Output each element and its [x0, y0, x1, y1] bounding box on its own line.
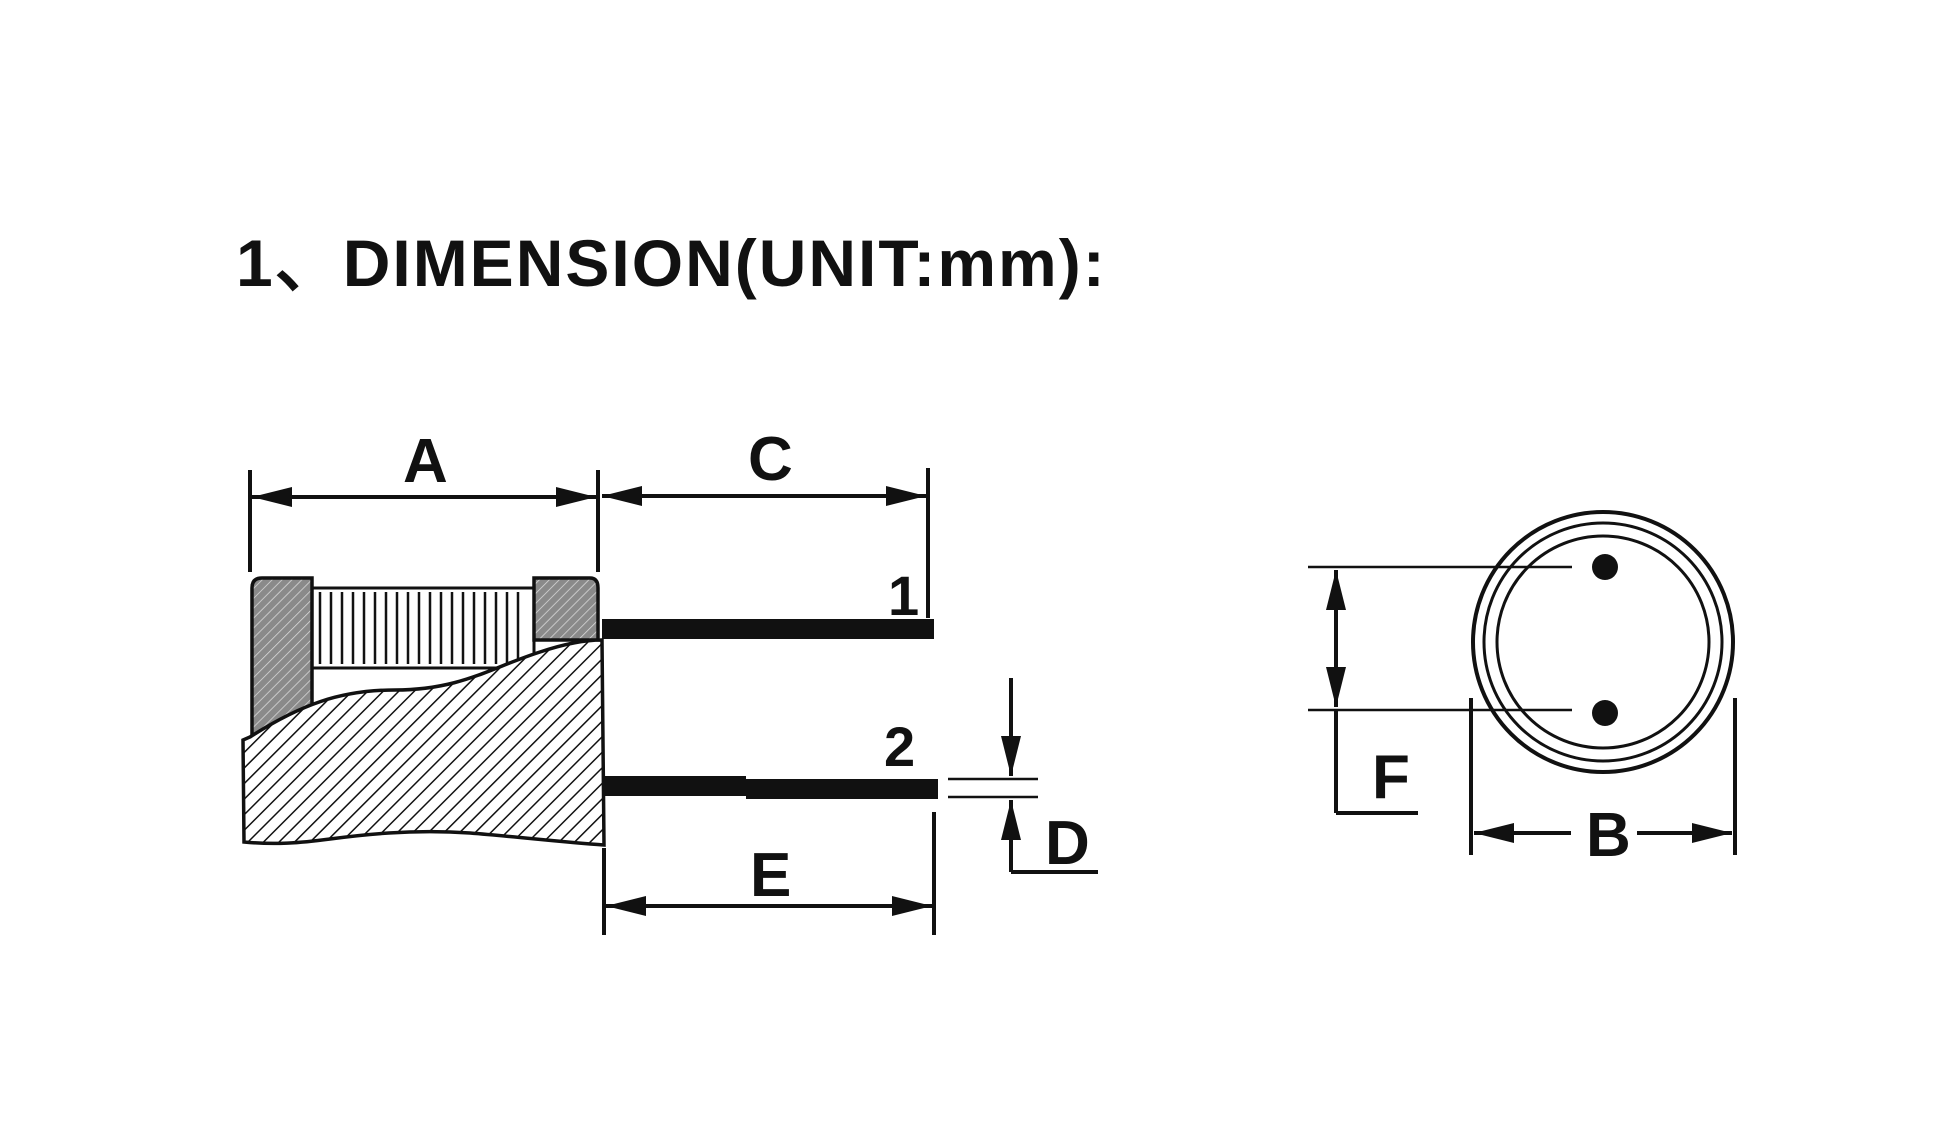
dimension-f: F — [1308, 565, 1572, 815]
coil-winding — [310, 586, 536, 670]
pin-2-lead-base — [602, 776, 746, 796]
pin-1-dot — [1592, 554, 1618, 580]
pin-1-lead — [602, 619, 934, 639]
dimension-b: B — [1469, 698, 1737, 870]
pin-2-label: 2 — [884, 715, 915, 778]
pin-1-label: 1 — [888, 564, 919, 627]
dimension-d: D — [948, 678, 1098, 878]
dimension-e-label: E — [750, 841, 791, 910]
right-flange — [532, 576, 600, 642]
core-section — [241, 638, 606, 847]
body-outer-circle — [1471, 510, 1735, 774]
body-mid-circle — [1482, 521, 1724, 763]
page-title: 1、DIMENSION(UNIT:mm): — [236, 226, 1107, 300]
pin-2-dot — [1592, 700, 1618, 726]
pin-2-lead — [746, 779, 938, 799]
body-inner-circle — [1495, 534, 1711, 750]
dimension-a: A — [248, 427, 600, 572]
dimension-a-label: A — [403, 427, 448, 496]
dimension-b-label: B — [1586, 801, 1631, 870]
left-flange — [250, 576, 314, 743]
side-view: 1 2 A C E D — [241, 425, 1098, 935]
dimension-c-label: C — [748, 425, 793, 494]
bottom-view: F B — [1308, 510, 1737, 870]
dimension-f-label: F — [1372, 743, 1410, 812]
dimension-e: E — [602, 812, 936, 935]
dimension-d-label: D — [1045, 809, 1090, 878]
dimension-c: C — [602, 425, 930, 618]
